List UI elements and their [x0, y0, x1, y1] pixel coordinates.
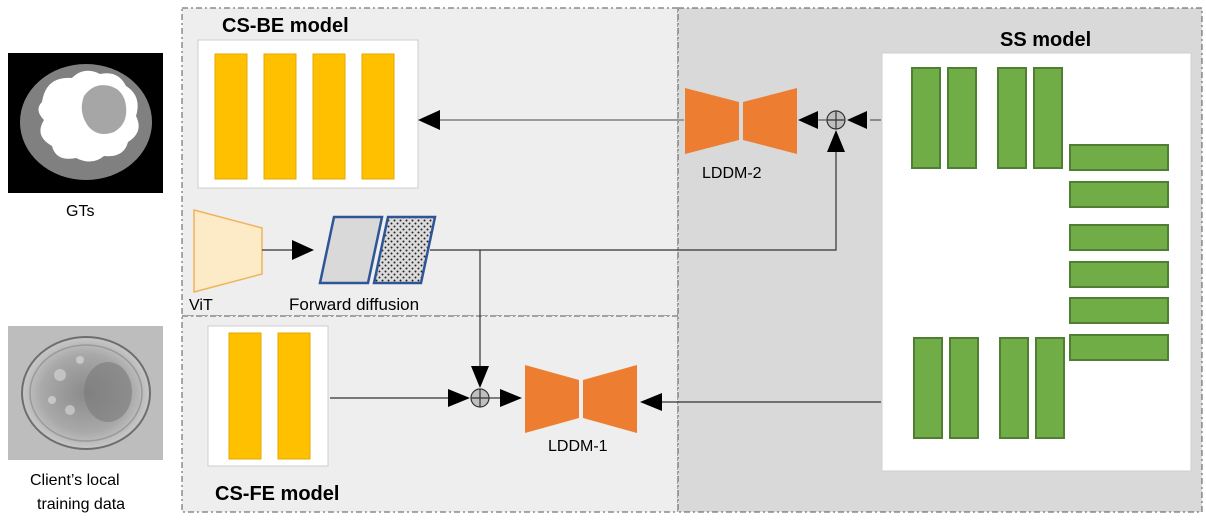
- client-data-label-line2: training data: [37, 496, 125, 513]
- forward-diffusion-label: Forward diffusion: [289, 295, 419, 314]
- client-cell-image: [8, 326, 163, 460]
- ss-bottom-layer-2: [949, 337, 979, 439]
- ss-mid-layer-3: [1069, 224, 1169, 251]
- arrow-down-into-combine-bottom: [471, 366, 489, 388]
- lddm-2-label: LDDM-2: [702, 165, 762, 182]
- lddm-1-decoder: [583, 365, 637, 433]
- combine-node-bottom-icon: [470, 388, 490, 408]
- diffusion-to-combine-top-line: [430, 152, 837, 251]
- cs-fe-layer-1: [228, 332, 262, 460]
- ss-bottom-layer-3: [999, 337, 1029, 439]
- lddm-1-encoder: [525, 365, 579, 433]
- combine-node-top-icon: [826, 110, 846, 130]
- ss-mid-layer-1: [1069, 144, 1169, 171]
- cs-be-layer-4: [361, 53, 395, 180]
- cs-be-layer-1: [214, 53, 248, 180]
- arrow-into-lddm1-right: [640, 393, 662, 411]
- arrow-into-lddm1: [500, 389, 522, 407]
- ss-top-layer-2: [947, 67, 977, 169]
- cs-be-layer-3: [312, 53, 346, 180]
- ss-bottom-layer-1: [913, 337, 943, 439]
- diffusion-noisy-latent: [372, 215, 437, 285]
- arrow-into-lddm2: [798, 111, 818, 129]
- cs-fe-model-title: CS-FE model: [215, 483, 339, 505]
- ss-mid-layer-5: [1069, 297, 1169, 324]
- gts-label: GTs: [66, 203, 94, 220]
- arrow-into-csbe: [418, 110, 440, 130]
- ss-top-layer-4: [1033, 67, 1063, 169]
- cs-fe-layer-2: [277, 332, 311, 460]
- cs-be-layer-2: [263, 53, 297, 180]
- ss-bottom-layer-4: [1035, 337, 1065, 439]
- ss-mid-layer-2: [1069, 181, 1169, 208]
- ss-model-title: SS model: [1000, 29, 1091, 51]
- arrow-into-combine-top: [847, 111, 867, 129]
- lddm-1-label: LDDM-1: [548, 438, 608, 455]
- cs-be-model-title: CS-BE model: [222, 15, 349, 37]
- arrow-up-into-combine-top: [827, 130, 845, 152]
- lddm-2-encoder: [685, 88, 739, 154]
- gt-segmentation-image: [8, 53, 163, 193]
- lddm-2-decoder: [743, 88, 797, 154]
- client-data-label-line1: Client’s local: [30, 472, 120, 489]
- ss-mid-layer-4: [1069, 261, 1169, 288]
- ss-mid-layer-6: [1069, 334, 1169, 361]
- arrow-into-diffusion: [292, 240, 314, 260]
- arrow-into-combine-bottom: [448, 389, 470, 407]
- ss-top-layer-3: [997, 67, 1027, 169]
- ss-top-layer-1: [911, 67, 941, 169]
- diffusion-clean-latent: [318, 215, 384, 285]
- vit-block: [193, 209, 263, 293]
- vit-label: ViT: [189, 297, 213, 314]
